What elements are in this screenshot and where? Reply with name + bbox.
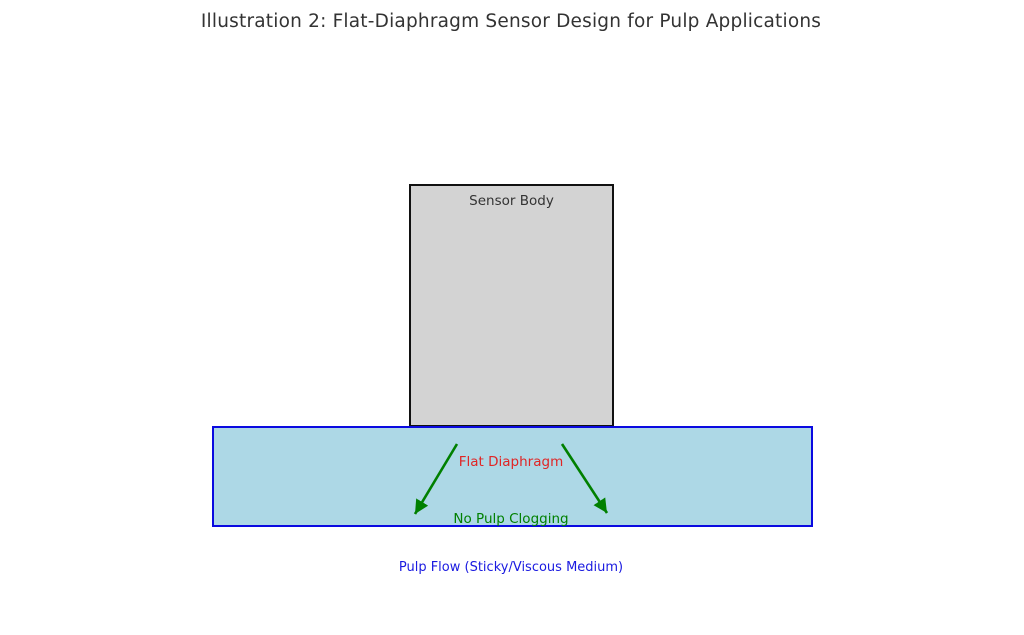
sensor-body-label: Sensor Body [469,193,554,209]
no-pulp-clogging-label: No Pulp Clogging [453,511,569,527]
figure-title: Illustration 2: Flat-Diaphragm Sensor De… [200,11,822,32]
sensor-body: Sensor Body [409,184,614,427]
pulp-flow-caption: Pulp Flow (Sticky/Viscous Medium) [398,560,624,575]
pulp-medium [212,426,813,527]
flat-diaphragm-label: Flat Diaphragm [458,454,564,470]
